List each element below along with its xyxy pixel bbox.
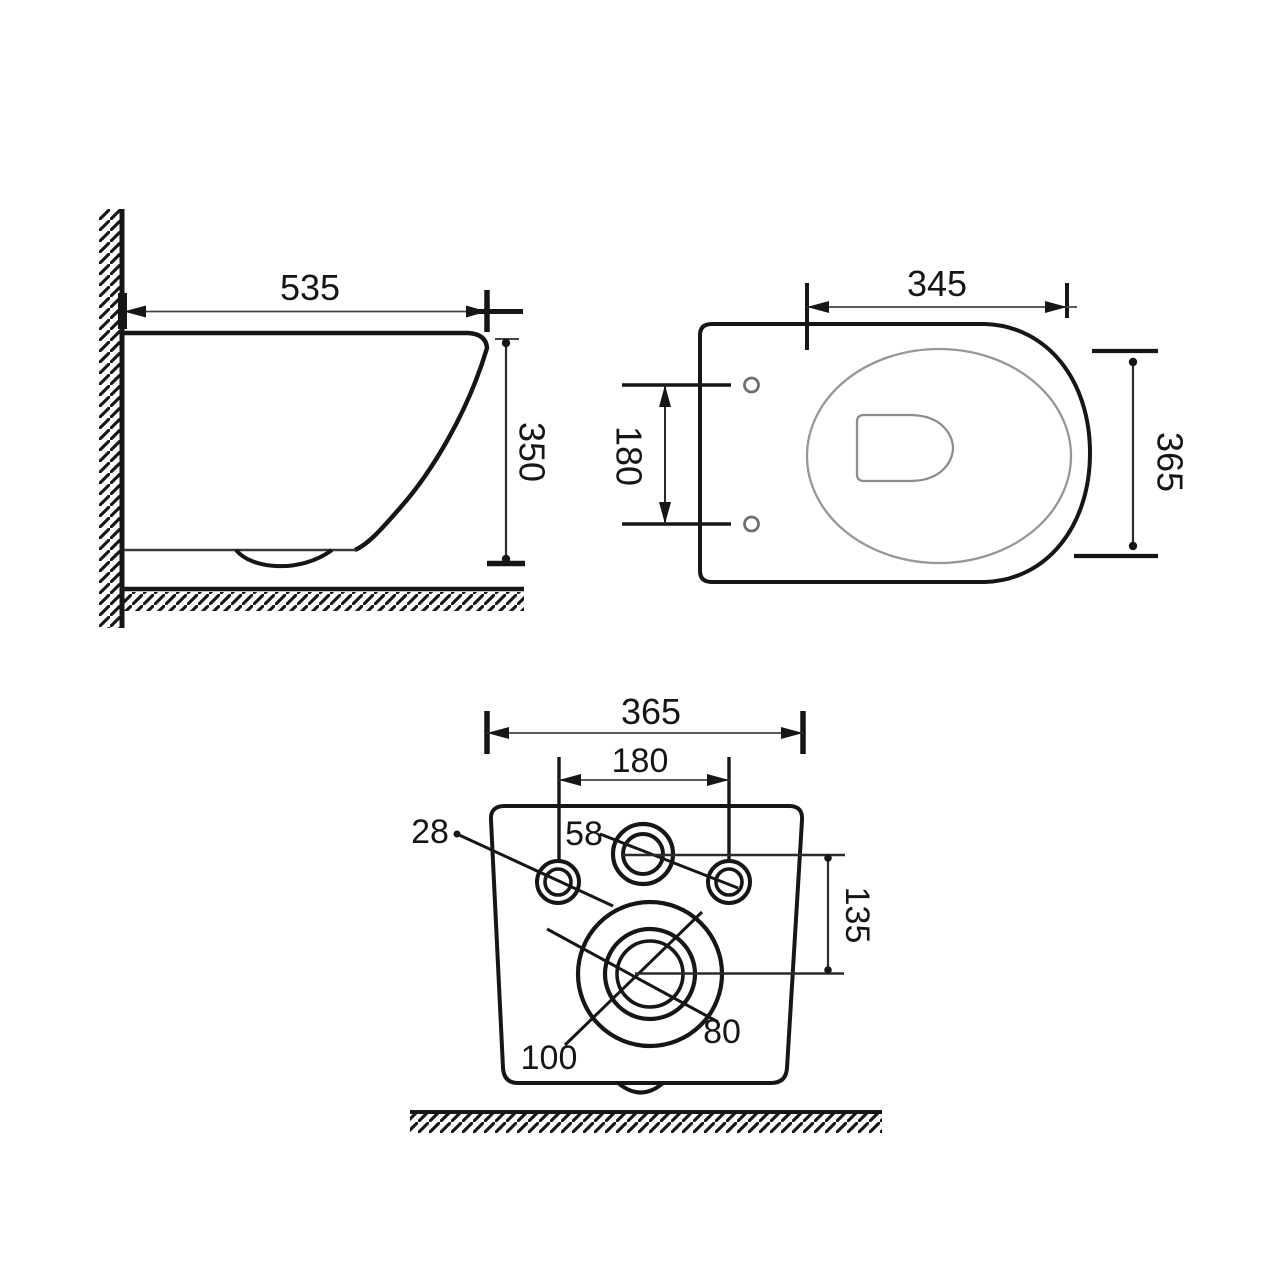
- label-80: 80: [703, 1013, 741, 1051]
- mount-hole-top: [743, 376, 760, 394]
- dim-345-right-arrow: [1045, 301, 1067, 313]
- leader-80-diagonal: [546, 927, 719, 1024]
- dim-365-rear-right-arrow: [781, 727, 803, 739]
- dim-365-top-dot: [1128, 357, 1138, 367]
- leader-58: [599, 832, 739, 890]
- rear-floor-hatching: [410, 1114, 882, 1133]
- dim-350-label: 350: [511, 422, 552, 482]
- trap-bump: [616, 1081, 665, 1095]
- side-view: 535 350: [99, 209, 552, 628]
- dim-365-top-view: 365: [1074, 348, 1190, 559]
- dim-180-rear: 180: [559, 742, 729, 786]
- dim-180-top-view-label: 180: [608, 426, 649, 486]
- bowl-bottom-curve: [234, 548, 334, 569]
- dim-345-label: 345: [907, 263, 967, 304]
- dim-180-rear-right-arrow: [707, 774, 729, 786]
- pan-outline: [698, 322, 1092, 584]
- dim-365-rear: 365: [484, 691, 806, 754]
- label-28: 28: [411, 813, 449, 851]
- top-view: 345 180 365: [608, 263, 1190, 584]
- dim-365-top-view-label: 365: [1149, 432, 1190, 492]
- dim-535-right-arrow: [466, 305, 487, 318]
- dim-345: 345: [805, 263, 1077, 350]
- rear-mount-hole-left-inner: [543, 867, 573, 897]
- label-100: 100: [521, 1039, 578, 1077]
- wall-hatching: [99, 209, 122, 628]
- mount-hole-bottom: [743, 515, 760, 533]
- dim-135-top-dot: [824, 854, 832, 862]
- rear-view: 365 180 135 28 58 80 100: [410, 691, 882, 1133]
- dim-180-rear-label: 180: [612, 742, 669, 780]
- dim-535: 535: [118, 267, 523, 332]
- dim-135-bottom-dot: [824, 966, 832, 974]
- floor-hatching: [120, 592, 524, 611]
- dim-365-rear-label: 365: [621, 691, 681, 732]
- water-area: [855, 413, 955, 483]
- bowl-profile-outline: [121, 330, 490, 552]
- dim-350: 350: [487, 338, 552, 567]
- dim-365-bottom-dot: [1128, 541, 1138, 551]
- dim-135: 135: [622, 853, 876, 975]
- leader-28: [456, 832, 614, 908]
- dim-180-down-arrow: [659, 502, 671, 524]
- dim-180-rear-left-arrow: [559, 774, 581, 786]
- dim-135-label: 135: [838, 887, 876, 944]
- rear-mount-hole-right-outer: [706, 859, 752, 905]
- dim-180-up-arrow: [659, 385, 671, 407]
- label-58: 58: [565, 815, 603, 853]
- dim-535-left-arrow: [124, 305, 146, 318]
- rear-mount-hole-right-inner: [714, 867, 744, 897]
- dim-535-label: 535: [280, 267, 340, 308]
- seat-opening: [805, 347, 1073, 565]
- dim-345-left-arrow: [807, 301, 829, 313]
- dim-180-top-view: 180: [608, 383, 731, 526]
- dim-350-top-dot: [501, 338, 511, 348]
- dim-365-rear-left-arrow: [487, 727, 509, 739]
- leader-100-diagonal: [563, 910, 704, 1047]
